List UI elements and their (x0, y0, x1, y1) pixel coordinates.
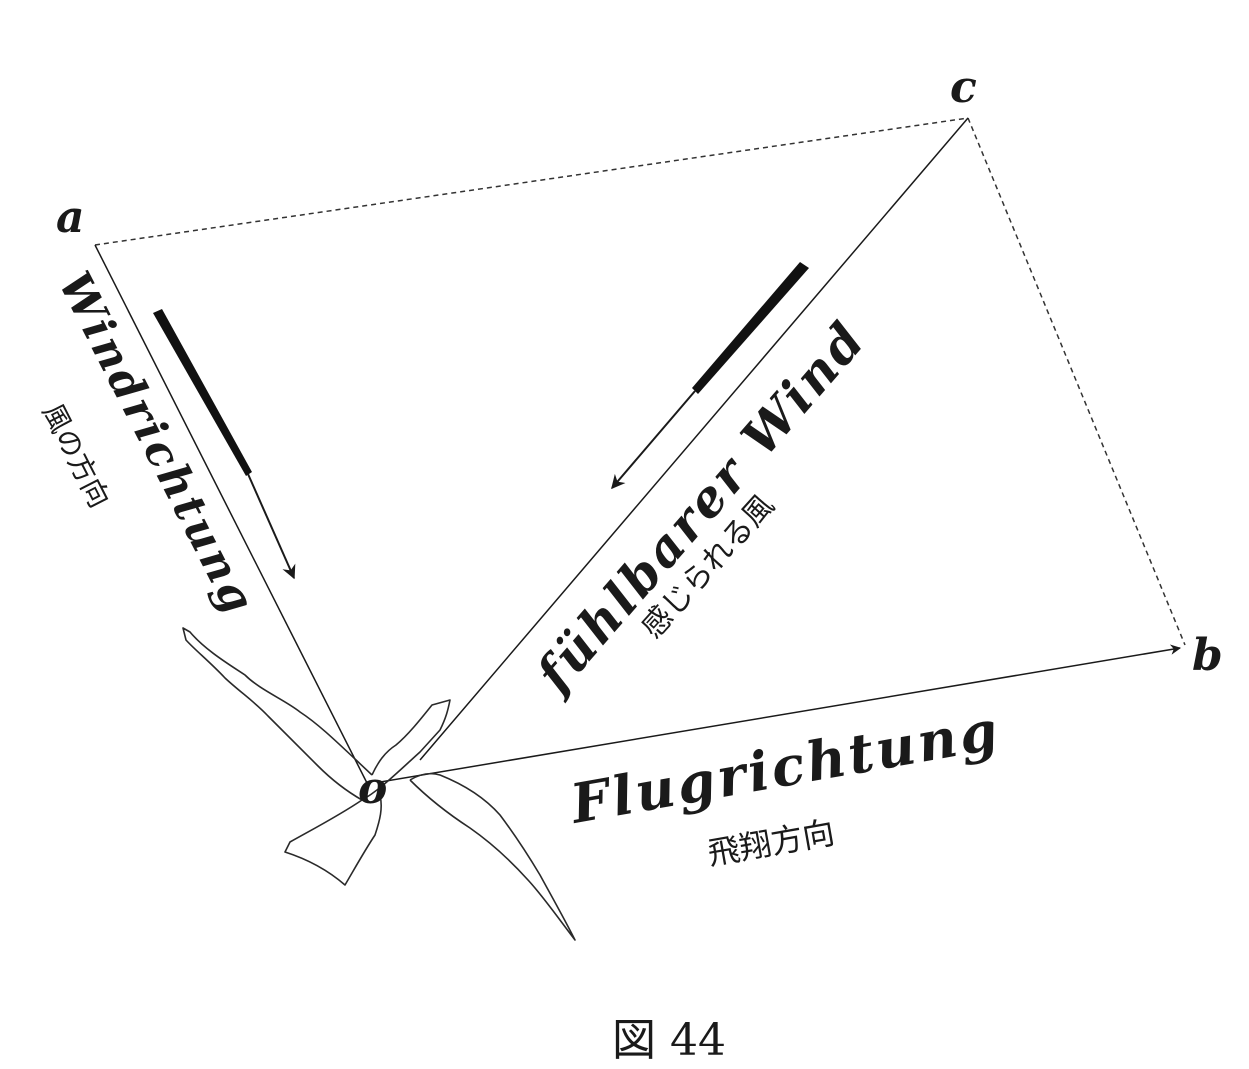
point-label-a: a (56, 192, 85, 243)
point-label-o: o (358, 763, 387, 814)
dashed-line-a-c (94, 117, 969, 246)
bird-illustration (182, 627, 576, 941)
dashed-line-c-b (967, 117, 1186, 646)
bird-body (361, 699, 451, 801)
line-c-o (419, 117, 969, 761)
felt-wind-arrow (611, 390, 696, 490)
line-a-o (94, 244, 369, 786)
felt-wind-label: fühlbarer Wind (523, 309, 878, 705)
point-label-b: b (1192, 630, 1223, 681)
point-label-c: c (950, 62, 977, 113)
bird-tail (284, 794, 382, 886)
flight-direction-label: Flugrichtung (564, 697, 1005, 836)
line-o-b (379, 644, 1182, 783)
flight-direction-jp-label: 飛翔方向 (705, 813, 838, 873)
wind-direction-arrow (247, 473, 296, 580)
bird-upper-wing (182, 627, 373, 801)
felt-wind-thick-stroke (692, 262, 809, 394)
bird-lower-wing (409, 772, 576, 941)
figure-caption: 図 44 (612, 1015, 726, 1066)
wind-direction-thick-stroke (153, 309, 252, 476)
wind-direction-jp-label: 風の方向 (36, 398, 116, 513)
